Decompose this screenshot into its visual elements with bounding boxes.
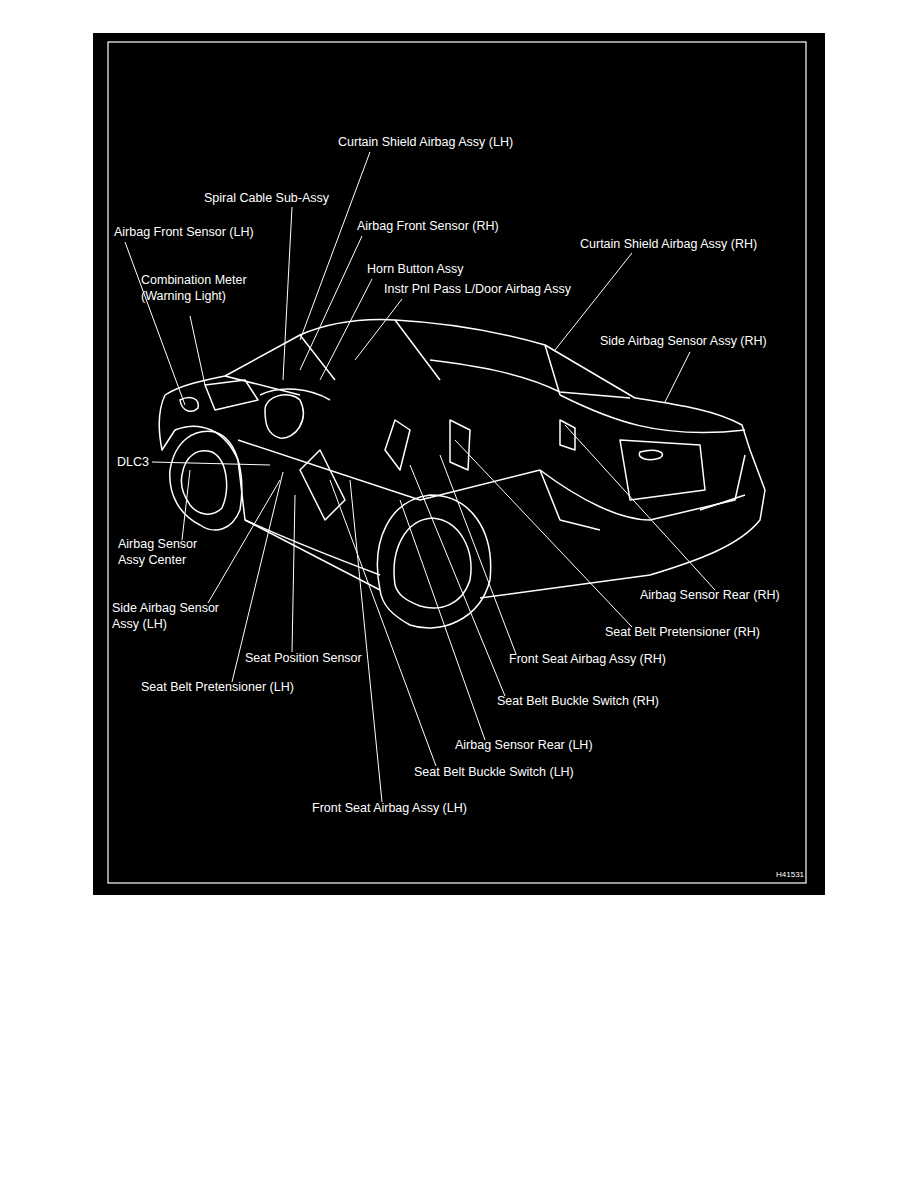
part-label: Curtain Shield Airbag Assy (RH) [580, 236, 757, 252]
part-label: Airbag Sensor Rear (LH) [455, 737, 593, 753]
part-label: Seat Belt Buckle Switch (LH) [414, 764, 574, 780]
figure-number: H41531 [776, 870, 804, 880]
part-label: Airbag Sensor Rear (RH) [640, 587, 780, 603]
part-label: Front Seat Airbag Assy (LH) [312, 800, 467, 816]
part-label: Front Seat Airbag Assy (RH) [509, 651, 666, 667]
part-label: Instr Pnl Pass L/Door Airbag Assy [384, 281, 571, 297]
part-label: Side Airbag Sensor Assy (RH) [600, 333, 767, 349]
part-label: Seat Belt Pretensioner (RH) [605, 624, 760, 640]
part-label: Seat Belt Buckle Switch (RH) [497, 693, 659, 709]
part-label: DLC3 [117, 454, 149, 470]
part-label: Spiral Cable Sub-Assy [204, 190, 329, 206]
part-label: Combination Meter (Warning Light) [141, 272, 261, 304]
part-label: Horn Button Assy [367, 261, 464, 277]
part-label: Curtain Shield Airbag Assy (LH) [338, 134, 513, 150]
part-label: Side Airbag Sensor Assy (LH) [112, 600, 240, 632]
part-label: Airbag Front Sensor (RH) [357, 218, 499, 234]
part-label: Seat Position Sensor [245, 650, 362, 666]
part-label: Airbag Sensor Assy Center [118, 536, 218, 568]
part-label: Seat Belt Pretensioner (LH) [141, 679, 294, 695]
part-label: Airbag Front Sensor (LH) [114, 224, 254, 240]
